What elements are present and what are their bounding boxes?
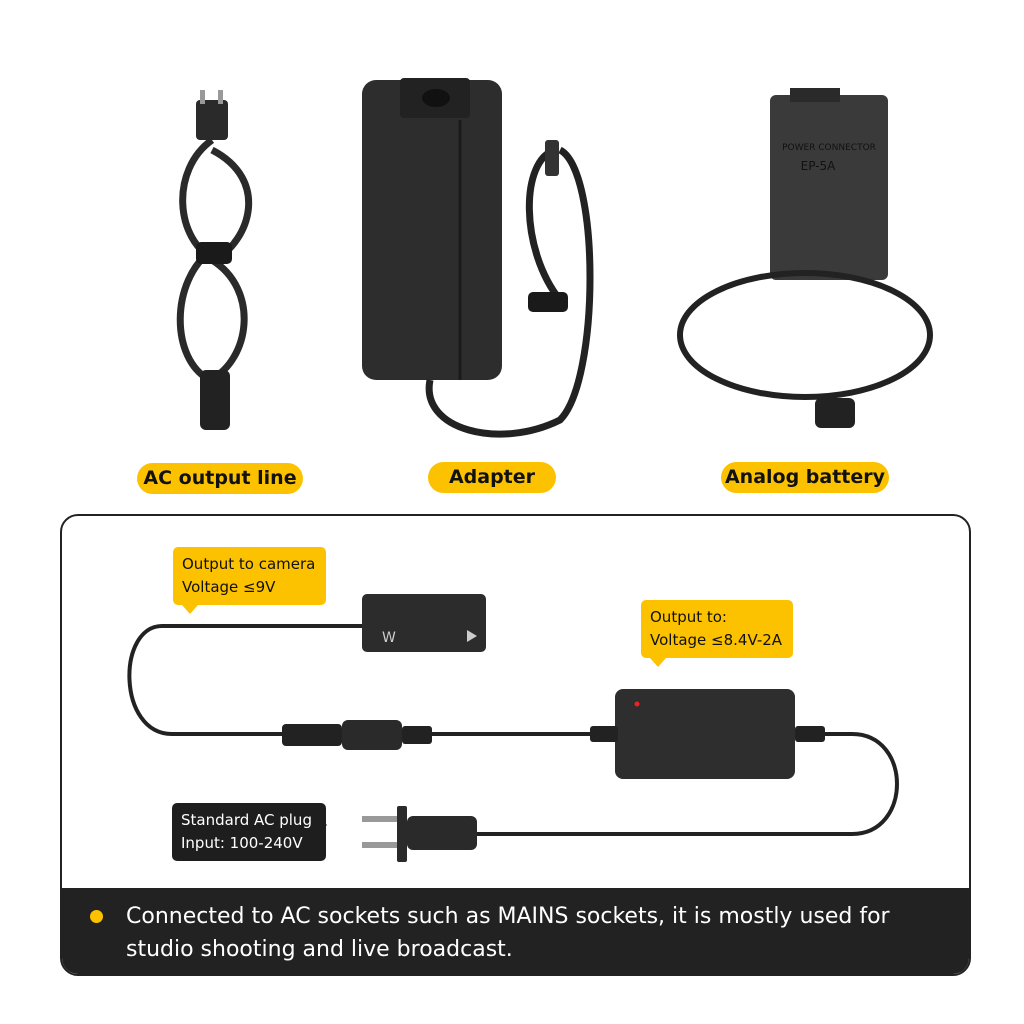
callout-ac-plug: Standard AC plug Input: 100-240V <box>172 803 327 861</box>
connection-diagram: W <box>127 594 899 862</box>
product-illustrations: POWER CONNECTOR EP-5A <box>176 78 933 438</box>
callout-output-camera: Output to camera Voltage ≤9V <box>173 547 326 614</box>
footer-note: Connected to AC sockets such as MAINS so… <box>62 888 969 974</box>
bullet-icon <box>90 910 103 923</box>
connection-diagram-panel: W Output to camera Voltage ≤9V Output to… <box>60 514 971 976</box>
battery-marking-1: POWER CONNECTOR <box>782 143 876 153</box>
dummy-battery-image: POWER CONNECTOR EP-5A <box>677 88 933 428</box>
svg-text:W: W <box>382 630 396 646</box>
power-adapter-icon <box>590 689 825 779</box>
footer-text: Connected to AC sockets such as MAINS so… <box>126 904 890 962</box>
label-ac-output-line: AC output line <box>137 463 303 494</box>
callout-text: Voltage ≤9V <box>182 578 276 596</box>
callout-text: Standard AC plug <box>181 811 312 829</box>
callout-text: Input: 100-240V <box>181 834 303 852</box>
callout-text: Output to camera <box>182 555 316 573</box>
callout-text: Voltage ≤8.4V-2A <box>650 631 783 649</box>
dc-connector-icon <box>282 720 432 750</box>
callout-output-adapter: Output to: Voltage ≤8.4V-2A <box>641 600 793 667</box>
adapter-image <box>362 78 594 438</box>
label-adapter: Adapter <box>428 462 556 493</box>
ac-plug-icon <box>362 806 477 862</box>
label-analog-battery: Analog battery <box>721 462 889 493</box>
battery-marking-2: EP-5A <box>801 159 837 173</box>
callout-text: Output to: <box>650 608 727 626</box>
ac-cord-image <box>176 90 253 430</box>
dummy-battery-icon: W <box>362 594 486 652</box>
